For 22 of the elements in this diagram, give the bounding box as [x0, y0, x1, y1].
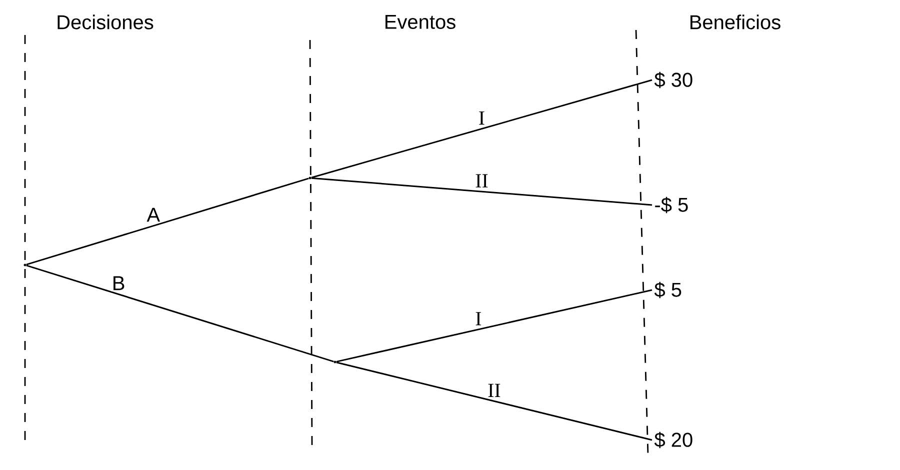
branch-label: A [146, 206, 162, 223]
payoff-value: -$ 5 [655, 196, 688, 214]
branch-line [311, 79, 652, 178]
branch-line [336, 362, 652, 441]
branch-label: II [486, 382, 502, 398]
branch-label: I [474, 311, 483, 326]
branch-line [26, 264, 334, 362]
payoff-value: $ 30 [654, 72, 692, 88]
branch-line [336, 289, 652, 362]
column-heading: Beneficios [690, 14, 780, 30]
branch-line [26, 178, 309, 266]
branch-label: I [477, 110, 486, 126]
payoff-value: $ 20 [654, 432, 692, 448]
branch-label: B [110, 275, 126, 292]
branch-label: II [474, 173, 490, 188]
column-heading: Eventos [386, 15, 456, 29]
payoff-value: $ 5 [654, 282, 682, 298]
branch-line [311, 177, 652, 206]
branch-point [308, 176, 312, 180]
branch-point [24, 264, 26, 266]
column-heading: Decisiones [58, 14, 154, 30]
branch-point [334, 360, 336, 364]
